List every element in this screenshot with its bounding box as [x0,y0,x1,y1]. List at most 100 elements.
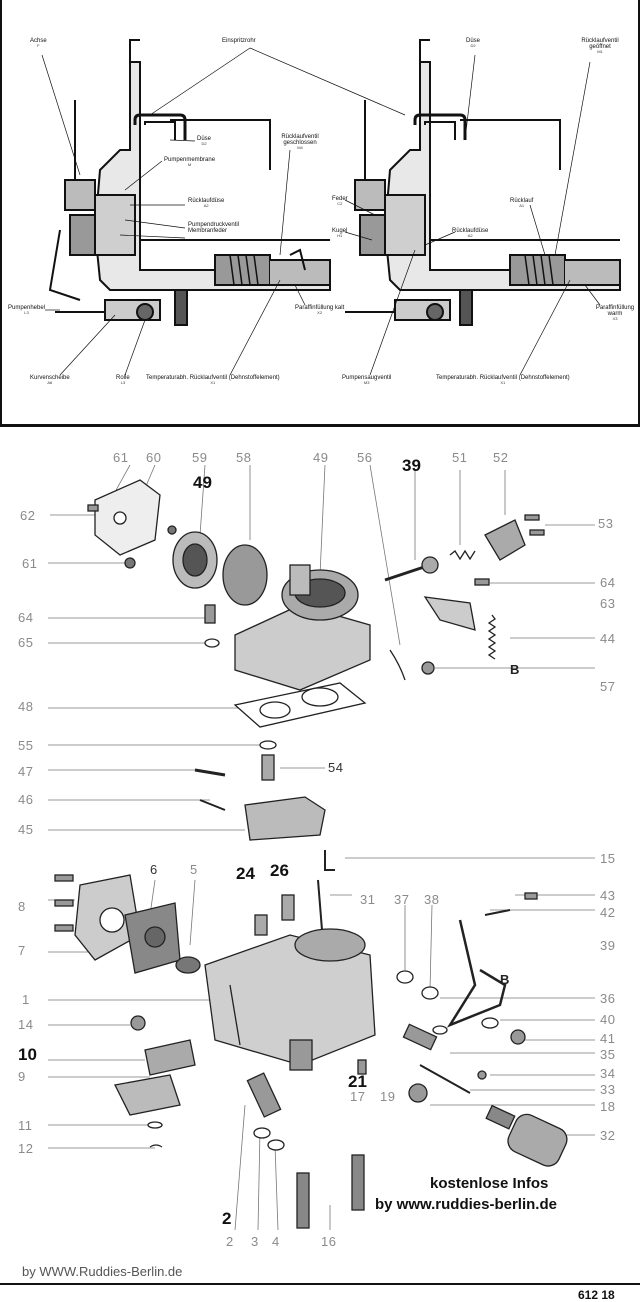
part-65: 65 [18,635,34,650]
label-ruecklaufventil-geschlossen: Rücklaufventil geschlossen M4 [281,134,319,150]
exploded-leader-lines [48,464,595,1231]
label-pumpenhebel: Pumpenhebel L3 [8,305,46,315]
part-14: 14 [18,1017,34,1032]
label-rolle: Rolle L3 [116,375,130,385]
frame-right-border [638,0,640,425]
part-18: 18 [600,1099,616,1114]
part-57: 57 [600,679,616,694]
label-achse: Achse F [30,38,47,48]
left-cross-section [48,39,331,326]
part-11: 11 [18,1118,33,1133]
part-36: 36 [600,991,616,1006]
right-cross-section [345,39,621,326]
part-6: 6 [150,862,158,877]
part-19: 19 [380,1089,396,1104]
label-ruecklauf: Rücklauf A1 [510,198,534,208]
part-3: 3 [251,1234,259,1249]
label-pumpendruckventil: Pumpendruckventil Membranfeder [188,222,240,234]
part-1: 1 [22,992,30,1007]
part-47: 47 [18,764,34,779]
left-leader-lines [41,47,406,376]
part-49-top: 49 [313,450,329,465]
part-35: 35 [600,1047,616,1062]
label-ruecklaufventil-geoeffnet: Rücklaufventil geöffnet M1 [581,38,619,54]
part-12: 12 [18,1141,34,1156]
footer-info-line: kostenlose Infos [430,1175,549,1192]
label-pumpensaugventil: Pumpensaugventil M3 [342,375,392,385]
footer-divider [0,1283,640,1285]
part-45: 45 [18,822,34,837]
part-39: 39 [600,938,616,953]
part-26: 26 [270,861,289,880]
part-24: 24 [236,864,255,883]
part-64-right: 64 [600,575,616,590]
part-44: 44 [600,631,616,646]
part-64-left: 64 [18,610,34,625]
part-38: 38 [424,892,440,907]
label-temp-ruecklaufventil-right: Temperaturabh. Rücklaufventil (Dehnstoff… [436,375,570,385]
part-52: 52 [493,450,509,465]
part-8: 8 [18,899,26,914]
part-b-bottom: B [500,972,510,987]
part-43: 43 [600,888,616,903]
part-32: 32 [600,1128,616,1143]
exploded-view-diagram [48,464,595,1231]
part-60: 60 [146,450,162,465]
part-2-bold: 2 [222,1209,232,1228]
page-code: 612 18 [578,1288,615,1302]
frame-left-border [0,0,2,425]
part-37: 37 [394,892,410,907]
label-paraffinfuellung-kalt: Paraffinfüllung kalt X2 [295,305,345,315]
carburetor-cross-section-diagrams [41,39,621,376]
part-b-top: B [510,662,520,677]
section-divider [0,424,640,427]
part-54: 54 [328,760,344,775]
label-paraffinfuellung-warm: Paraffinfüllung warm X3 [595,305,635,321]
part-40: 40 [600,1012,616,1027]
part-59: 59 [192,450,208,465]
label-einspritzrohr: Einspritzrohr [222,38,256,44]
part-39-bold: 39 [402,456,421,475]
part-58: 58 [236,450,252,465]
part-16: 16 [321,1234,337,1249]
label-ruecklaufduese-left: Rücklaufdüse A2 [188,198,225,208]
label-temp-ruecklaufventil-left: Temperaturabh. Rücklaufventil (Dehnstoff… [146,375,280,385]
label-feder: Feder C2 [332,196,348,206]
part-17: 17 [350,1089,366,1104]
part-5: 5 [190,862,198,877]
part-61-bottom: 61 [22,556,38,571]
part-4: 4 [272,1234,280,1249]
label-kurvenscheibe: Kurvenscheibe A6 [30,375,70,385]
part-61-top: 61 [113,450,129,465]
part-10: 10 [18,1045,37,1064]
part-63: 63 [600,596,616,611]
part-15: 15 [600,851,616,866]
exploded-parts [54,479,568,1229]
part-62: 62 [20,508,36,523]
label-duese-right: Düse D2 [466,38,481,48]
part-42: 42 [600,905,616,920]
part-33: 33 [600,1082,616,1097]
right-leader-lines [344,54,601,376]
part-55: 55 [18,738,34,753]
part-31: 31 [360,892,376,907]
part-49-bold: 49 [193,473,212,492]
part-46: 46 [18,792,34,807]
footer-website-line: by www.ruddies-berlin.de [375,1196,557,1213]
part-7: 7 [18,943,26,958]
part-34: 34 [600,1066,616,1081]
part-21: 21 [348,1072,367,1091]
part-48: 48 [18,699,34,714]
part-41: 41 [600,1031,616,1046]
part-51: 51 [452,450,468,465]
part-53: 53 [598,516,614,531]
label-pumpenmembrane: Pumpenmembrane M [164,157,216,167]
footer-byline: by WWW.Ruddies-Berlin.de [22,1264,183,1279]
part-56: 56 [357,450,373,465]
part-2: 2 [226,1234,234,1249]
part-9: 9 [18,1069,26,1084]
label-duese-left: Düse D2 [197,136,212,146]
label-ruecklaufduese-right: Rücklaufdüse A2 [452,228,489,238]
label-kugel: Kugel H1 [332,228,348,238]
